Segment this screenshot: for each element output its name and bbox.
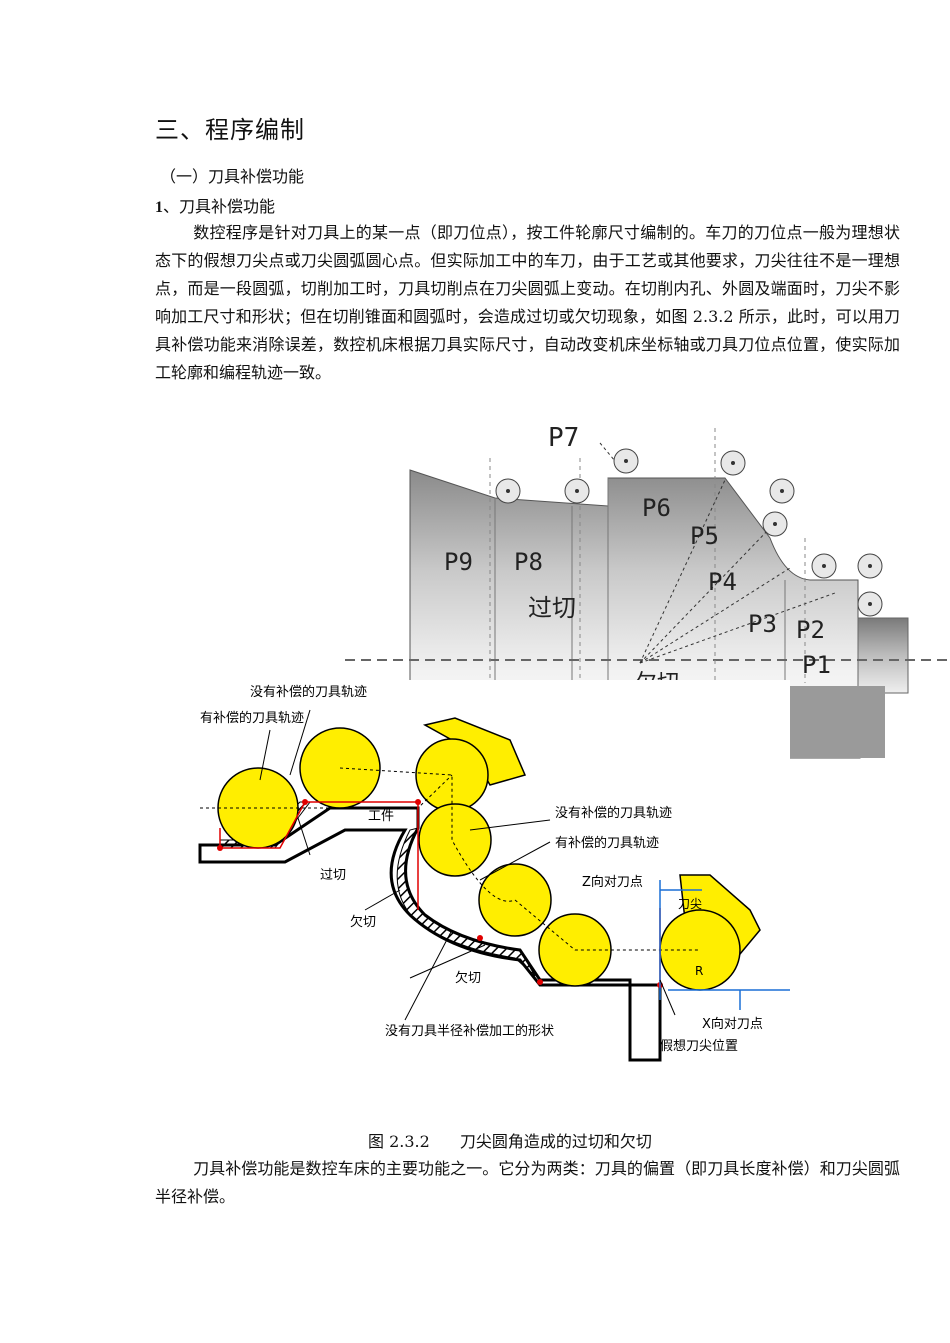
figure-caption: 图 2.3.2 刀尖圆角造成的过切和欠切: [368, 1128, 652, 1152]
paragraph-1-text: 数控程序是针对刀具上的某一点（即刀位点），按工件轮廓尺寸编制的。车刀的刀位点一般…: [155, 223, 900, 382]
chuck-lower: [785, 686, 885, 758]
item-number: 1: [155, 199, 163, 216]
paragraph-2-text: 刀具补偿功能是数控车床的主要功能之一。它分为两类：刀具的偏置（即刀具长度补偿）和…: [155, 1159, 900, 1206]
label-p8: P8: [514, 548, 543, 576]
caption-text: 刀尖圆角造成的过切和欠切: [459, 1132, 652, 1151]
label-undercut-2: 欠切: [455, 970, 481, 986]
tool-radius-diagram: 没有补偿的刀具轨迹 有补偿的刀具轨迹 工件 没有补偿的刀具轨迹 有补偿的刀具轨迹…: [190, 680, 790, 1070]
undercut-hatch-arc: [396, 827, 536, 977]
label-p7: P7: [548, 423, 579, 453]
paragraph-2: 刀具补偿功能是数控车床的主要功能之一。它分为两类：刀具的偏置（即刀具长度补偿）和…: [155, 1155, 900, 1211]
item-heading: 1、刀具补偿功能: [155, 193, 275, 217]
label-no-radius-comp-shape: 没有刀具半径补偿加工的形状: [385, 1023, 554, 1039]
label-z-setting: Z向对刀点: [582, 874, 643, 890]
label-radius: R: [695, 964, 703, 978]
label-no-comp-path-1: 没有补偿的刀具轨迹: [250, 684, 367, 700]
paragraph-1: 数控程序是针对刀具上的某一点（即刀位点），按工件轮廓尺寸编制的。车刀的刀位点一般…: [155, 219, 900, 387]
label-overcut: 过切: [320, 868, 346, 883]
label-p1: P1: [802, 651, 831, 679]
label-undercut-1: 欠切: [350, 914, 376, 930]
label-p5: P5: [690, 522, 719, 550]
label-x-setting: X向对刀点: [702, 1016, 763, 1032]
section-heading: 三、程序编制: [155, 116, 305, 144]
label-p6: P6: [642, 494, 671, 522]
label-p2: P2: [796, 616, 825, 644]
label-workpiece: 工件: [368, 809, 394, 824]
shaft-end: [857, 617, 909, 694]
label-p4: P4: [708, 568, 737, 596]
label-p3: P3: [748, 610, 777, 638]
label-no-comp-path-2: 没有补偿的刀具轨迹: [555, 805, 672, 821]
item-title: 、刀具补偿功能: [163, 197, 276, 216]
label-overcut-top: 过切: [528, 594, 576, 622]
workpiece-profile-figure: P7 P6 P5 P4 P3 P2 P1 P9 P8 过切 欠切: [345, 423, 950, 759]
subsection-heading: （一）刀具补偿功能: [160, 167, 305, 186]
label-p9: P9: [444, 548, 473, 576]
caption-number: 图 2.3.2: [368, 1132, 430, 1151]
label-with-comp-path-1: 有补偿的刀具轨迹: [200, 710, 304, 726]
label-imaginary-tip: 假想刀尖位置: [660, 1038, 738, 1054]
label-tool-tip: 刀尖: [678, 897, 702, 911]
label-with-comp-path-2: 有补偿的刀具轨迹: [555, 835, 659, 851]
